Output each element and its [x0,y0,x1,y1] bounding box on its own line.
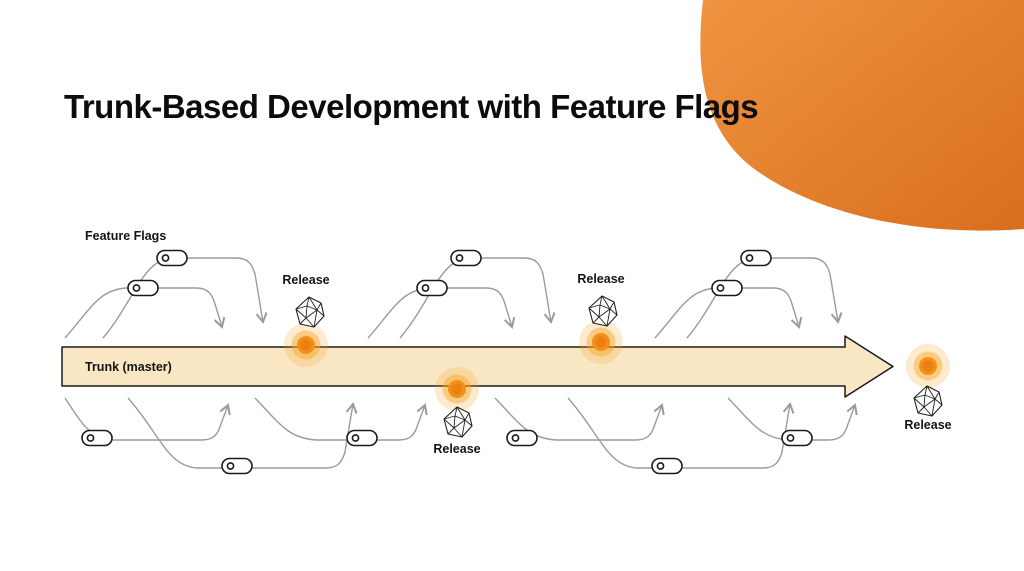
trunk-arrow-shape [61,335,894,398]
geodesic-sphere-icon [588,295,618,327]
branch-arrow [102,257,268,339]
feature-flag-toggle-icon [156,249,188,267]
release-label: Release [433,442,480,456]
release-label: Release [904,418,951,432]
branch-arrow [64,397,231,441]
branch-arrow [686,257,843,339]
release-label: Release [282,273,329,287]
page-title: Trunk-Based Development with Feature Fla… [64,88,759,125]
feature-flag-toggle-icon [651,457,683,475]
feature-flag-toggle-icon [450,249,482,267]
geodesic-sphere-icon [443,406,473,438]
feature-branches-top [64,257,843,339]
trunk-arrow: Trunk (master) [61,335,894,398]
feature-flag-toggle-icon [740,249,772,267]
feature-flag-toggle-icon [81,429,113,447]
release-glow-icon [284,323,328,367]
geodesic-sphere-icon [913,385,943,417]
release-glow-icon [579,320,623,364]
branch-arrow [567,397,795,469]
feature-flags-label: Feature Flags [85,229,166,243]
feature-flag-toggle-icon [416,279,448,297]
trunk-label: Trunk (master) [85,360,172,374]
branch-arrow [64,287,226,339]
feature-flag-toggle-icon [127,279,159,297]
feature-flag-toggle-icon [346,429,378,447]
branch-arrow [494,397,665,441]
feature-flag-toggle-icon [221,457,253,475]
release-label: Release [577,272,624,286]
feature-flag-toggle-icon [711,279,743,297]
branch-arrow [254,397,428,441]
release-glow-icon [435,367,479,411]
geodesic-sphere-icon [295,296,325,328]
feature-flag-toggle-icon [781,429,813,447]
branch-arrow [127,397,358,469]
branch-arrow [399,257,556,339]
feature-flag-toggle-icon [506,429,538,447]
release-glow-icon [906,344,950,388]
